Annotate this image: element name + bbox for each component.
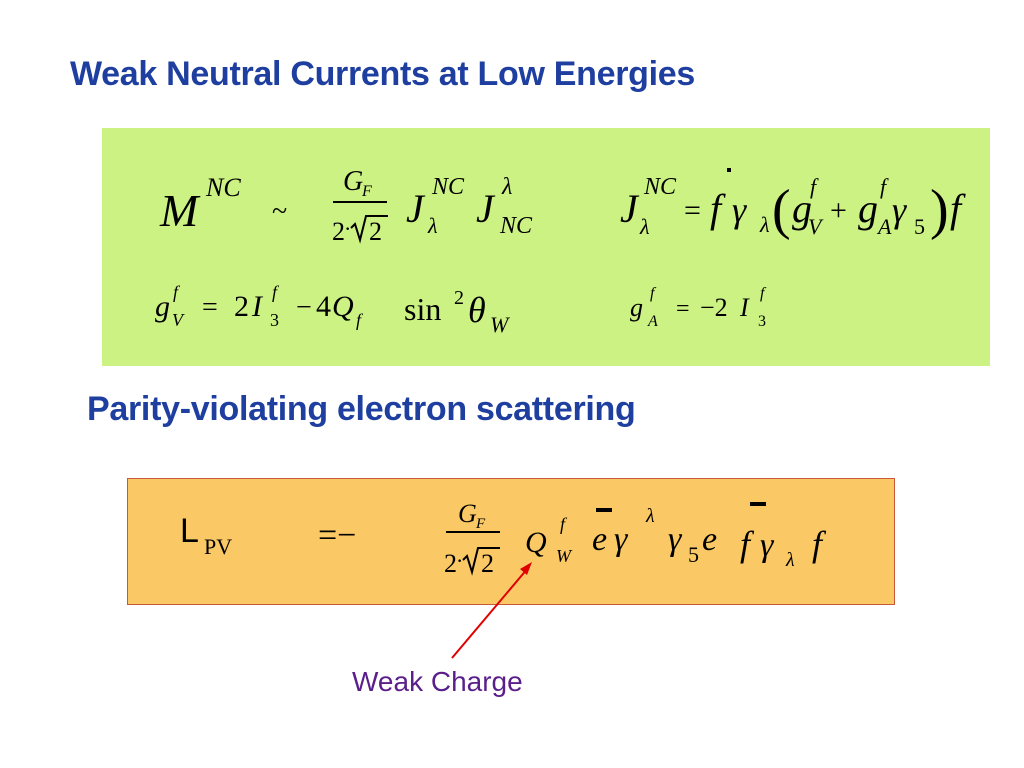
eq3-I-f-superscript: f — [272, 282, 280, 302]
eq3-g: g — [155, 290, 170, 323]
eq1-NC-superscript: NC — [205, 173, 241, 202]
eq2-gA-f-superscript: f — [880, 174, 889, 199]
eq3-I-three-subscript: 3 — [270, 310, 279, 330]
eq4-I-three-subscript: 3 — [758, 313, 766, 330]
eq5-PV-subscript: PV — [204, 534, 232, 559]
eq5-e: e — [702, 521, 717, 558]
eq4-I-f-superscript: f — [760, 285, 767, 302]
eq5-f: f — [812, 524, 827, 564]
eq5-L: L — [180, 512, 199, 550]
equation-amplitude: M NC ~ G F 2 · 2 J NC λ J λ NC — [159, 166, 533, 246]
eq5-sqrt-two: 2 — [481, 549, 494, 578]
equation-axial-coupling: g f A = −2 I f 3 — [630, 285, 767, 330]
equation-current: J NC λ = f γ λ ( g f V + g f A γ 5 ) f — [620, 168, 966, 241]
eq1-J2-NC-subscript: NC — [499, 213, 533, 239]
eq1-M: M — [159, 185, 201, 236]
eq2-gamma-lambda-subscript: λ — [759, 212, 770, 237]
eq4-equals: = — [676, 296, 690, 322]
eq1-J1: J — [406, 186, 426, 231]
eq1-J2: J — [476, 186, 496, 231]
eq2-gA-A-subscript: A — [876, 214, 892, 239]
equation-vector-coupling: g f V = 2 I f 3 − 4 Q f sin 2 θ W — [155, 282, 510, 337]
eq5-five-subscript: 5 — [688, 542, 699, 567]
eq1-denominator-two: 2 — [332, 217, 345, 246]
eq2-gV-g: g — [792, 186, 812, 231]
eq3-theta: θ — [468, 290, 486, 330]
eq1-dot: · — [344, 216, 351, 241]
eq3-equals: = — [202, 292, 218, 323]
slide-title: Weak Neutral Currents at Low Energies — [70, 55, 696, 93]
eq5-fbar-bar — [750, 502, 766, 506]
eq1-sim: ~ — [272, 196, 287, 227]
equation-box-green — [102, 128, 990, 366]
eq3-minus: − — [296, 292, 312, 323]
eq3-Q: Q — [332, 290, 354, 323]
weak-charge-label: Weak Charge — [352, 666, 523, 697]
eq3-four: 4 — [316, 290, 331, 323]
eq5-ebar-bar — [596, 508, 612, 512]
slide-subtitle: Parity-violating electron scattering — [87, 390, 636, 428]
eq5-Q: Q — [525, 526, 547, 559]
eq2-J: J — [620, 186, 640, 231]
eq2-gamma5: γ — [892, 190, 907, 230]
arrow-line — [451, 567, 529, 659]
eq5-F-subscript: F — [475, 516, 486, 532]
eq3-W-subscript: W — [490, 312, 510, 337]
eq5-equals-minus: =− — [318, 517, 356, 554]
equation-box-orange — [127, 478, 895, 605]
eq5-lambda-superscript: λ — [645, 505, 655, 527]
arrow-head — [520, 562, 532, 575]
eq1-J2-lambda-superscript: λ — [501, 174, 512, 200]
eq3-two: 2 — [234, 290, 249, 323]
eq2-plus: + — [830, 194, 847, 227]
eq3-sin-squared: 2 — [454, 287, 464, 309]
eq3-V-subscript: V — [172, 310, 185, 330]
eq4-I: I — [739, 293, 750, 322]
eq5-sqrt-sign — [462, 547, 500, 576]
eq5-gamma: γ — [614, 521, 629, 558]
eq3-sin: sin — [404, 291, 441, 327]
eq2-f: f — [950, 186, 966, 231]
eq5-ebar-e: e — [592, 521, 607, 558]
eq2-gamma: γ — [732, 190, 747, 230]
eq3-Q-f-subscript: f — [356, 310, 364, 330]
eq2-NC-superscript: NC — [643, 174, 677, 200]
eq2-five-subscript: 5 — [914, 214, 925, 239]
eq4-f-superscript: f — [650, 285, 657, 302]
eq5-fbar-f: f — [740, 524, 755, 564]
eq5-dot: · — [456, 548, 463, 573]
eq3-f-superscript: f — [173, 282, 181, 302]
eq2-gV-f-superscript: f — [810, 174, 819, 199]
eq2-gV-V-subscript: V — [808, 214, 824, 239]
eq5-gamma5: γ — [668, 521, 683, 558]
eq4-g: g — [630, 293, 643, 322]
eq2-right-paren: ) — [930, 179, 949, 241]
eq5-denominator-two: 2 — [444, 549, 457, 578]
equation-lagrangian-pv: L PV =− G F 2 · 2 Q f W e γ λ γ 5 e f γ … — [180, 499, 827, 578]
eq3-I: I — [251, 290, 264, 323]
eq2-left-paren: ( — [772, 179, 791, 241]
eq5-Q-f-superscript: f — [560, 514, 568, 534]
eq5-gamma-lambda: γ — [760, 527, 775, 564]
eq4-neg-two: −2 — [700, 293, 728, 322]
eq1-J1-NC-superscript: NC — [431, 174, 465, 200]
eq5-Q-W-subscript: W — [556, 546, 573, 566]
eq1-sqrt-sign — [350, 215, 388, 244]
eq1-G: G — [343, 166, 363, 197]
eq5-lambda-subscript: λ — [785, 549, 795, 571]
eq2-fbar-f: f — [710, 186, 726, 231]
weak-charge-arrow — [451, 562, 532, 659]
eq4-A-subscript: A — [647, 313, 658, 330]
eq1-sqrt-two: 2 — [369, 217, 382, 246]
eq1-J1-lambda-subscript: λ — [427, 213, 438, 238]
eq2-gA-g: g — [858, 186, 878, 231]
eq2-equals: = — [684, 194, 701, 227]
eq2-lambda-subscript: λ — [639, 214, 650, 239]
eq1-F-subscript: F — [361, 183, 372, 200]
eq5-G: G — [458, 499, 477, 528]
